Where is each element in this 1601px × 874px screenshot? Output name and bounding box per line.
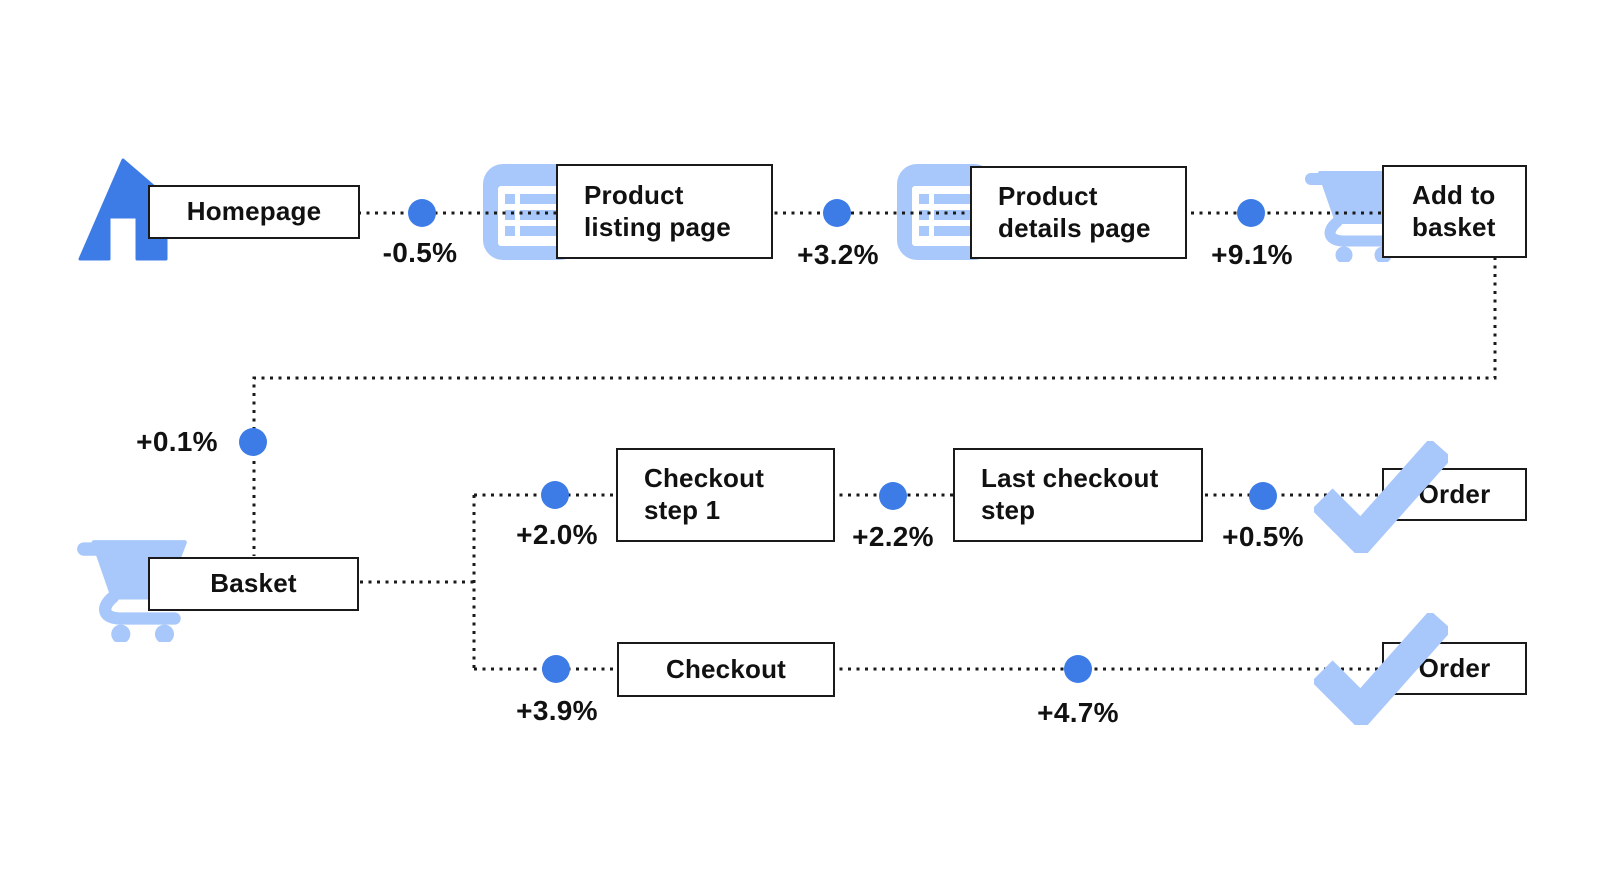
node-checkout: Checkout: [617, 642, 835, 697]
node-checkout-step-1: Checkout step 1: [616, 448, 835, 542]
edge-dot: [541, 481, 569, 509]
list-page-icon: [483, 164, 580, 260]
node-label: Product details page: [998, 180, 1151, 243]
node-add-to-basket: Add to basket: [1382, 165, 1527, 258]
delta-label: +0.5%: [1222, 521, 1304, 552]
delta-label: +2.2%: [852, 521, 934, 552]
node-label: Product listing page: [584, 179, 731, 242]
node-product-details-page: Product details page: [970, 166, 1187, 259]
node-label: Checkout: [665, 653, 787, 684]
node-label: Add to basket: [1412, 179, 1496, 242]
edge-dot: [1249, 482, 1277, 510]
delta-label: +9.1%: [1211, 239, 1293, 270]
edge-dot: [879, 482, 907, 510]
edge-addtobasket-to-basket: [252, 257, 1497, 556]
edge-dot: [823, 199, 851, 227]
node-homepage: Homepage: [148, 185, 360, 239]
delta-label: +2.0%: [516, 519, 598, 550]
edge-dot: [408, 199, 436, 227]
edge-dot: [1237, 199, 1265, 227]
node-label: Basket: [210, 568, 297, 599]
edge-dot: [1064, 655, 1092, 683]
delta-label: +3.2%: [797, 239, 879, 270]
cart-icon: [1305, 171, 1403, 262]
node-label: Order: [1418, 478, 1491, 509]
delta-label: -0.5%: [382, 237, 458, 268]
node-label: Last checkout step: [981, 463, 1159, 525]
edge-dot: [239, 428, 267, 456]
node-last-checkout-step: Last checkout step: [953, 448, 1203, 542]
node-product-listing-page: Product listing page: [556, 164, 773, 259]
check-icon: [1314, 613, 1448, 725]
node-label: Homepage: [186, 196, 322, 227]
check-icon: [1314, 441, 1448, 553]
edge-dot: [542, 655, 570, 683]
node-basket: Basket: [148, 557, 359, 611]
delta-label: +3.9%: [516, 695, 598, 726]
delta-label: +4.7%: [1037, 697, 1119, 728]
node-label: Checkout step 1: [644, 463, 765, 525]
node-label: Order: [1418, 652, 1491, 683]
delta-label: +0.1%: [136, 426, 218, 457]
